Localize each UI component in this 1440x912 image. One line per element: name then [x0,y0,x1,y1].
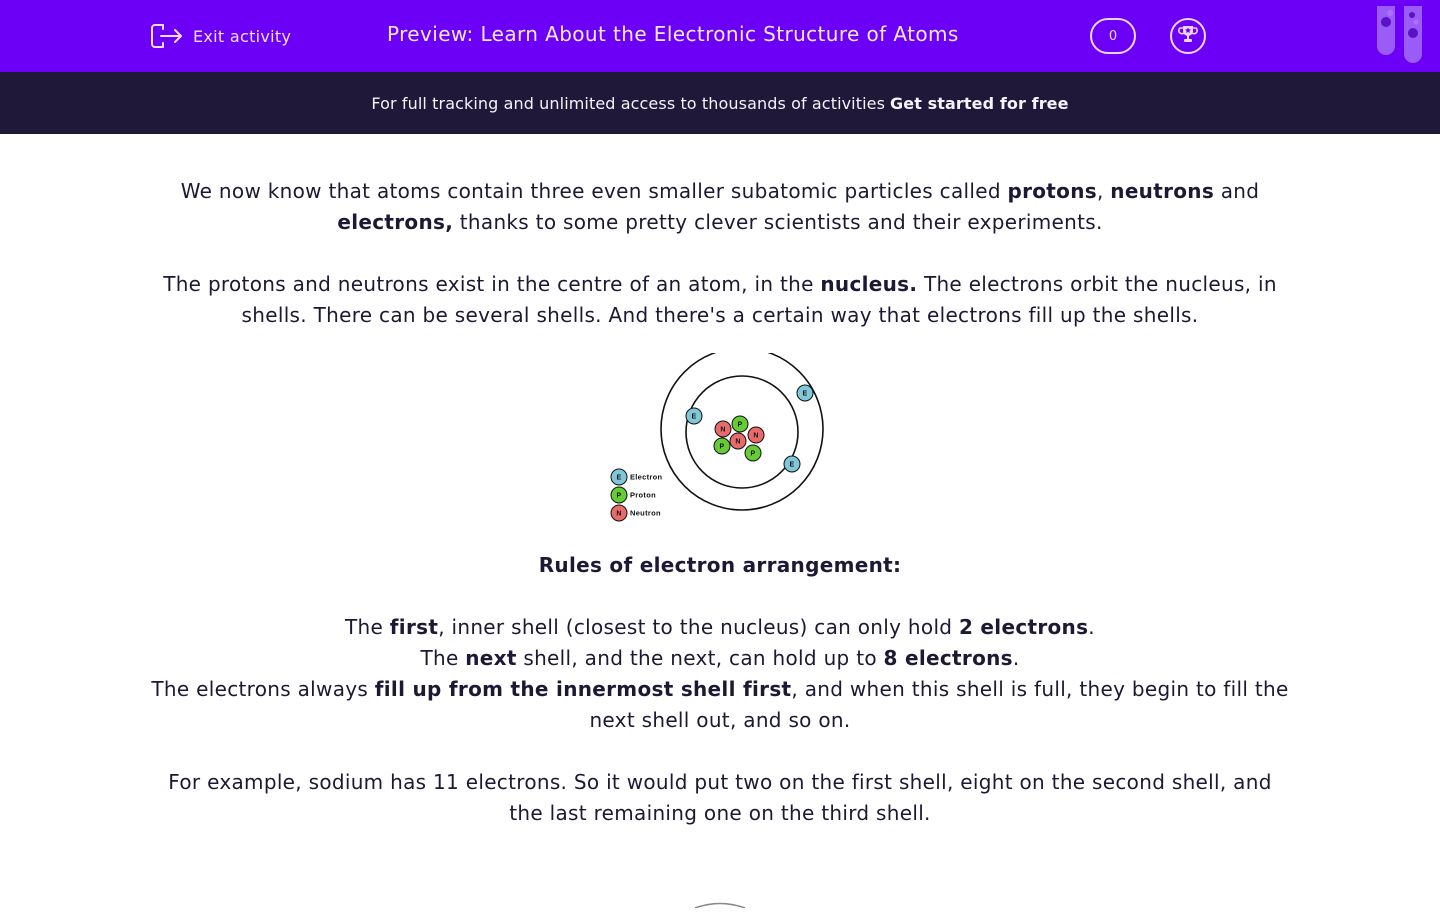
promo-banner: For full tracking and unlimited access t… [0,72,1440,134]
svg-text:P: P [738,422,743,429]
svg-text:E: E [692,414,697,421]
svg-text:P: P [720,444,725,451]
top-navigation-bar: Exit activity Preview: Learn About the E… [0,0,1440,72]
svg-text:E: E [803,391,808,398]
svg-text:P: P [617,493,622,500]
test-tubes-logo [1376,6,1436,68]
svg-text:N: N [720,427,725,434]
legend-electron: Electron [630,473,663,482]
exit-icon [150,22,183,50]
svg-text:N: N [735,439,740,446]
nucleus-paragraph: The protons and neutrons exist in the ce… [163,272,1277,327]
sodium-example: For example, sodium has 11 electrons. So… [168,770,1272,825]
svg-text:N: N [616,511,621,518]
legend-neutron: Neutron [630,509,661,518]
intro-paragraph: We now know that atoms contain three eve… [180,179,1260,234]
trophy-button[interactable] [1170,18,1206,54]
exit-activity-label: Exit activity [193,26,292,46]
exit-activity-button[interactable]: Exit activity [150,21,291,51]
rule-fill-order: The electrons always fill up from the in… [151,677,1289,732]
svg-text:N: N [753,433,758,440]
promo-text: For full tracking and unlimited access t… [371,93,886,113]
svg-text:E: E [617,475,622,482]
legend-proton: Proton [630,491,656,500]
trophy-icon [1177,23,1199,49]
next-diagram-partial [690,893,750,912]
get-started-link[interactable]: Get started for free [890,93,1069,113]
atom-diagram: E E E N P N P N P E P N Electron Proton Neutron [598,353,838,528]
lesson-content: We now know that atoms contain three eve… [150,176,1290,829]
rules-heading: Rules of electron arrangement: [538,553,902,577]
page-title: Preview: Learn About the Electronic Stru… [387,22,959,46]
rule-next-shell: The next shell, and the next, can hold u… [420,646,1020,670]
score-counter: 0 [1090,18,1136,54]
svg-text:P: P [751,451,756,458]
svg-text:E: E [790,462,795,469]
rule-first-shell: The first, inner shell (closest to the n… [345,615,1095,639]
